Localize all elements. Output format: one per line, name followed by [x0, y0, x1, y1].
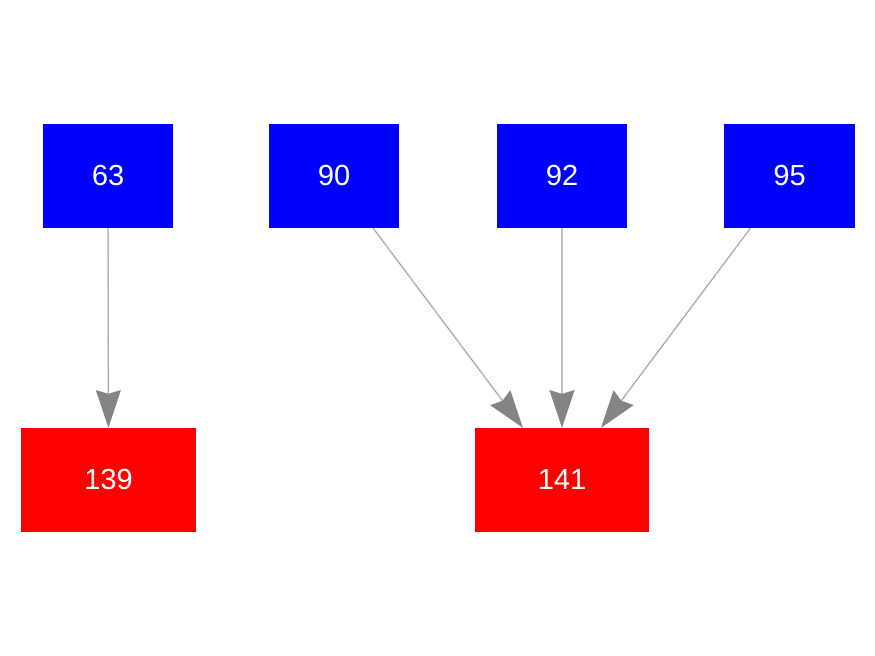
arrowhead-icon [490, 390, 523, 428]
node-label: 90 [317, 159, 351, 192]
graph-node-90[interactable]: 90 [269, 124, 399, 228]
node-label: 63 [91, 159, 125, 192]
graph-node-92[interactable]: 92 [497, 124, 627, 228]
graph-node-95[interactable]: 95 [724, 124, 855, 228]
node-label: 92 [545, 159, 579, 192]
edge-line-95-141 [620, 227, 752, 402]
arrowhead-icon [600, 389, 634, 428]
edge-line-90-141 [372, 227, 504, 402]
graph-node-63[interactable]: 63 [43, 124, 173, 228]
graph-node-139[interactable]: 139 [21, 428, 196, 532]
node-label: 95 [773, 159, 806, 192]
arrowhead-icon [549, 390, 575, 428]
node-label: 139 [84, 463, 133, 496]
node-label: 141 [537, 463, 587, 496]
graph-node-141[interactable]: 141 [475, 428, 649, 532]
arrowhead-icon [95, 389, 122, 428]
